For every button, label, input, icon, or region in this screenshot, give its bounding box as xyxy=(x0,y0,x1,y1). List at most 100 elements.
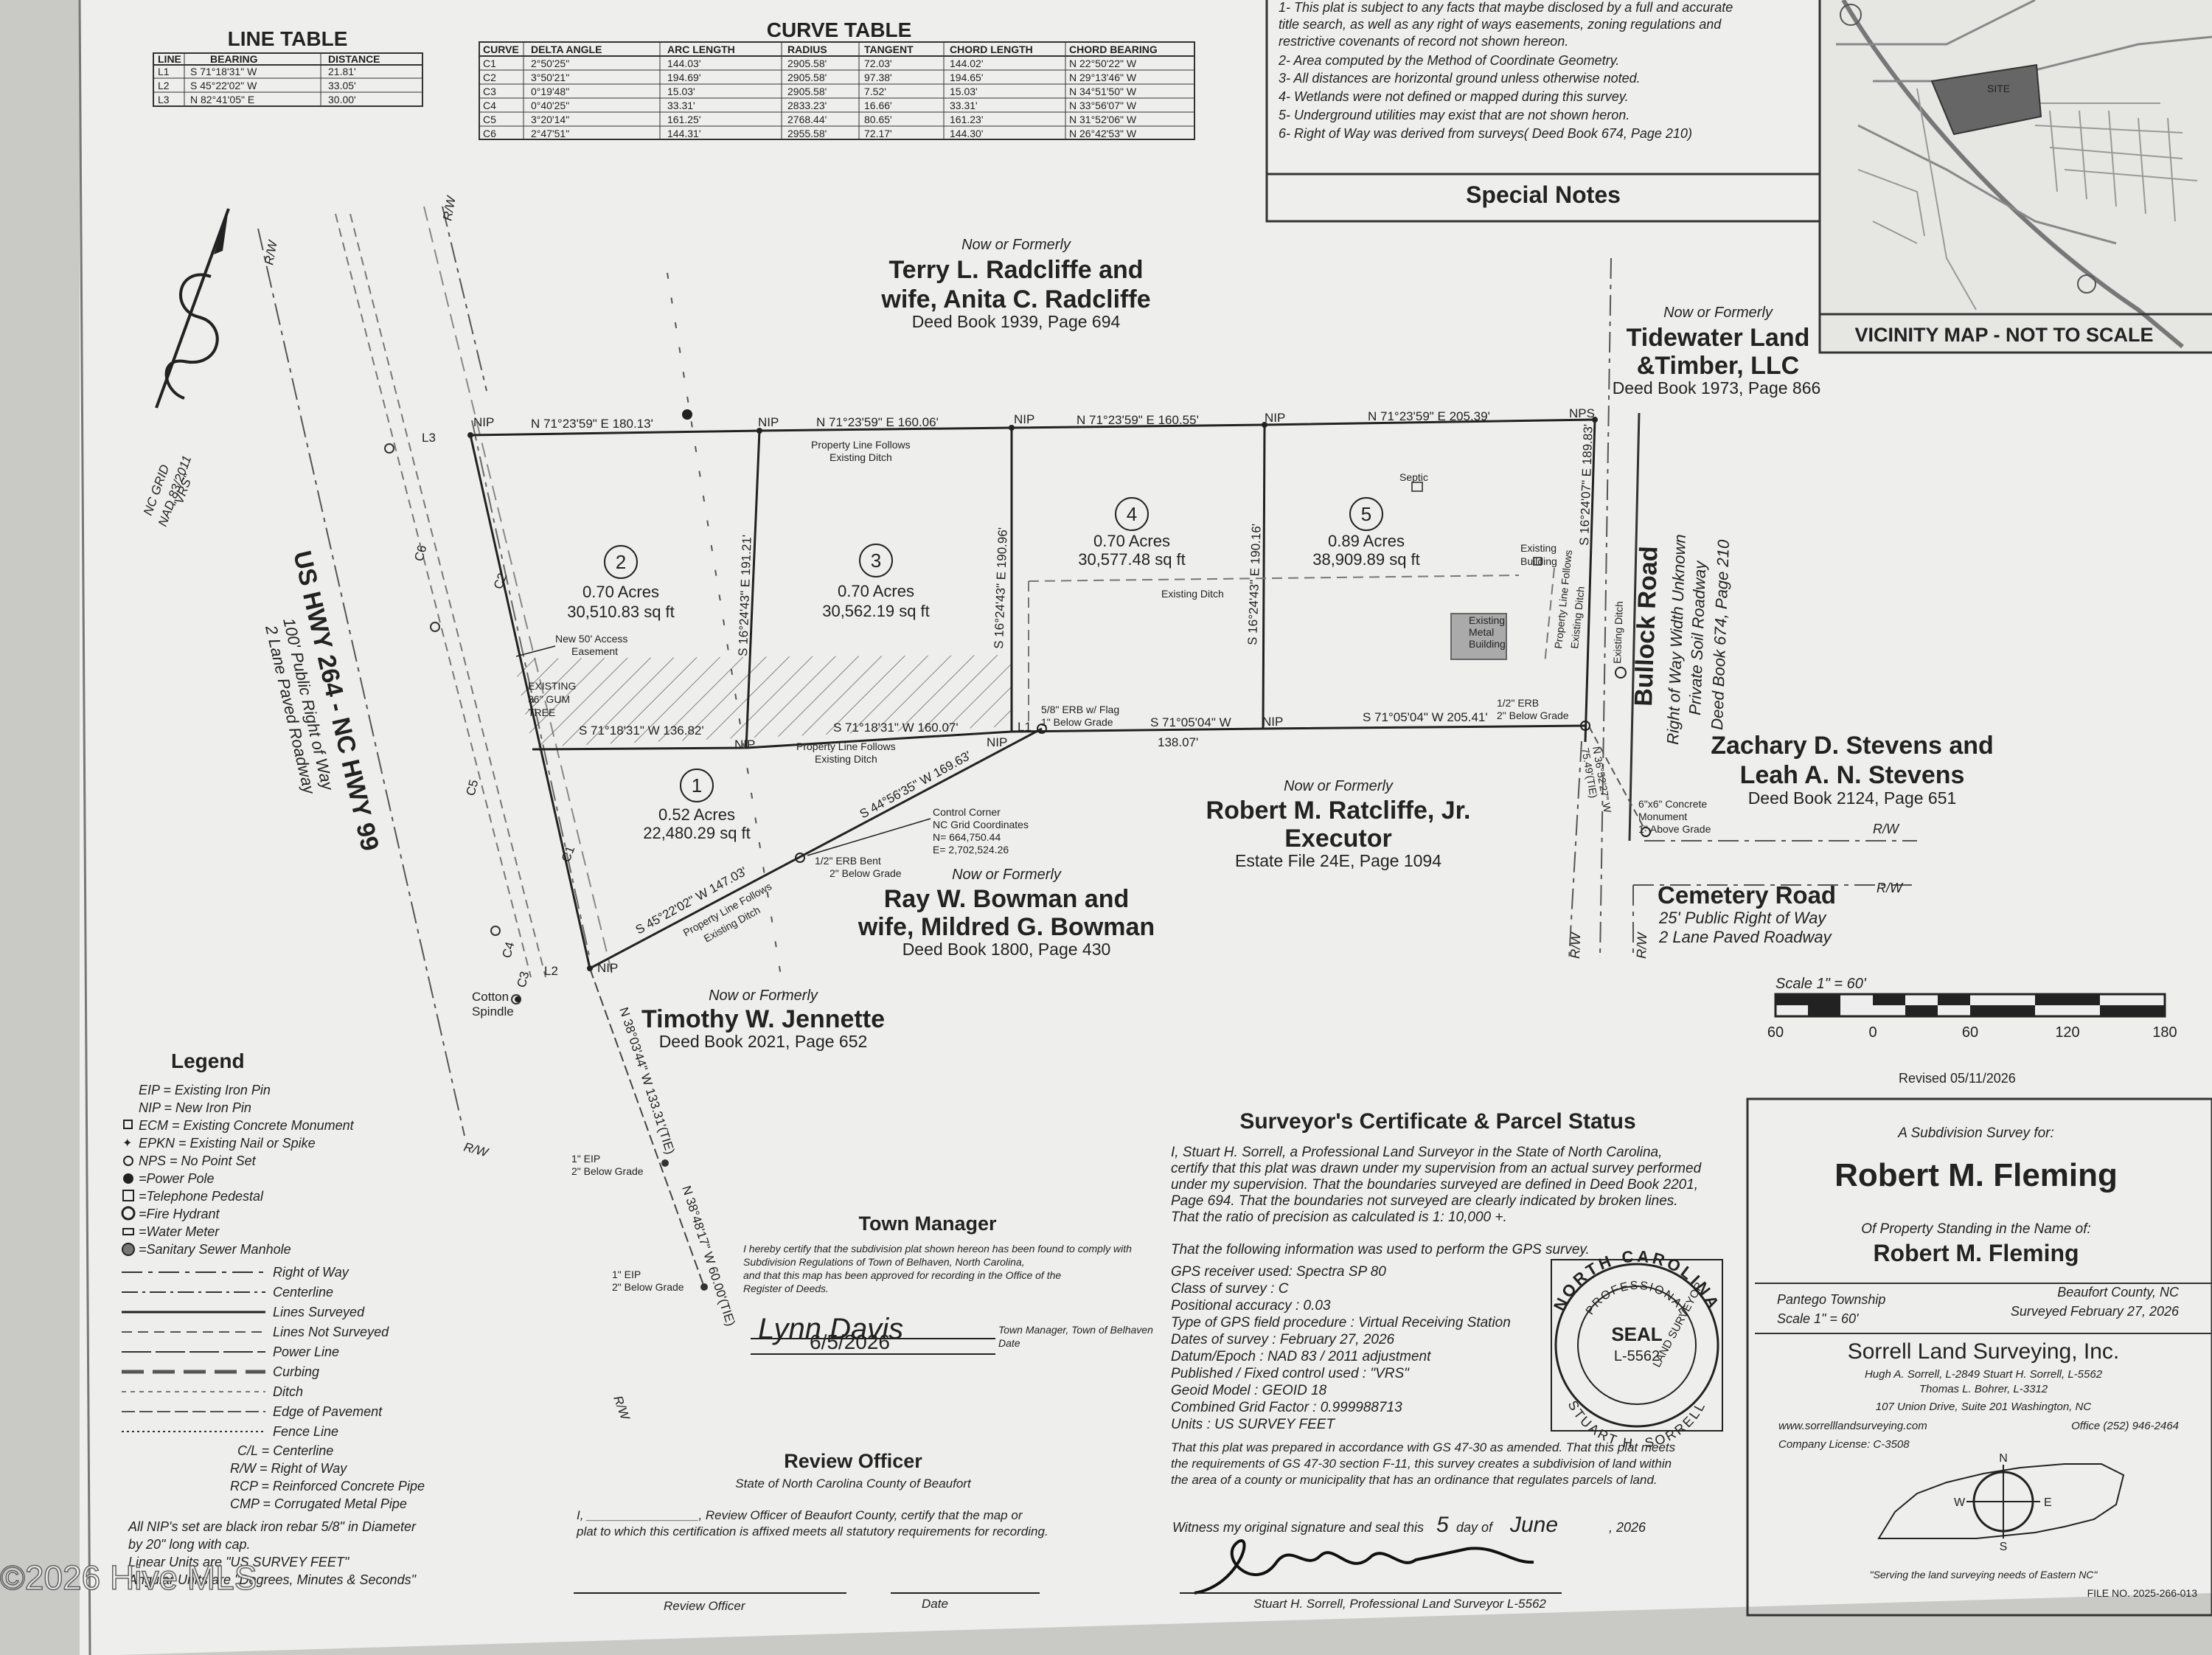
title-owner-name: Robert M. Fleming xyxy=(1873,1240,2079,1266)
owner-name: wife, Anita C. Radcliffe xyxy=(880,285,1150,313)
owner-name: Ray W. Bowman and xyxy=(884,885,1130,913)
owner-labels: Now or Formerly Terry L. Radcliffe and w… xyxy=(641,237,1994,1051)
legend-line-label: Lines Not Surveyed xyxy=(273,1325,389,1339)
legend-abbr: C/L = Centerline xyxy=(237,1443,333,1458)
curve-table-cell: 2905.58' xyxy=(787,58,827,69)
review-officer-date-label: Date xyxy=(922,1597,948,1611)
bearing-label: S 71°05'04" W 205.41' xyxy=(1363,710,1488,724)
lot-number-circle xyxy=(1115,497,1149,531)
company-phone: Office (252) 946-2464 xyxy=(2071,1420,2179,1432)
compass-east: E xyxy=(2044,1496,2052,1509)
witness-month: June xyxy=(1509,1513,1558,1537)
title-client-name: Robert M. Fleming xyxy=(1834,1157,2118,1193)
curve-table-cell: 33.31' xyxy=(667,100,695,111)
legend-line-label: Right of Way xyxy=(273,1265,349,1280)
certificate-gps-item: Geoid Model : GEOID 18 xyxy=(1171,1383,1327,1398)
tree-note: EXISTING xyxy=(528,680,576,692)
nip-label: NIP xyxy=(597,961,618,975)
town-manager-date-label: Date xyxy=(998,1337,1020,1349)
town-manager-date: 6/5/2026 xyxy=(810,1330,890,1353)
surveyor-name-line: Stuart H. Sorrell, Professional Land Sur… xyxy=(1253,1597,1546,1611)
legend-footer: Linear Units are "US SURVEY FEET" xyxy=(128,1555,350,1569)
company-people: Thomas L. Bohrer, L-3312 xyxy=(1919,1383,2048,1395)
certificate-gs-text: the requirements of GS 47-30 section F-1… xyxy=(1171,1457,1672,1471)
company-website: www.sorrelllandsurveying.com xyxy=(1778,1420,1927,1432)
certificate-gps-item: Dates of survey : February 27, 2026 xyxy=(1171,1332,1395,1347)
curve-label-c5: C5 xyxy=(464,778,481,797)
cemetery-road-detail: 25' Public Right of Way xyxy=(1658,909,1827,927)
line-table-header: BEARING xyxy=(210,53,258,65)
existing-building-label: Building xyxy=(1520,555,1557,567)
ditch-note: Property Line Follows xyxy=(811,439,911,451)
mls-watermark: ©2026 Hive MLS xyxy=(0,1558,257,1597)
compass-west: W xyxy=(1954,1496,1966,1509)
legend-line-label: Ditch xyxy=(273,1384,303,1399)
line-label: L2 xyxy=(544,964,558,978)
eip-note: 2" Below Grade xyxy=(612,1281,684,1293)
site-label: SITE xyxy=(1987,83,2010,94)
lot-number: 1 xyxy=(692,774,702,797)
certificate-gps-item: Combined Grid Factor : 0.999988713 xyxy=(1171,1400,1402,1415)
septic-marker xyxy=(1411,482,1423,492)
curve-table-cell: N 34°51'50" W xyxy=(1069,86,1137,97)
bearing-label: S 71°18'31" W 160.07' xyxy=(833,721,959,735)
town-manager-title: Town Manager xyxy=(858,1212,997,1235)
title-scale: Scale 1" = 60' xyxy=(1777,1311,1859,1326)
company-name: Sorrell Land Surveying, Inc. xyxy=(1848,1339,2120,1364)
line-table-cell: 30.00' xyxy=(328,94,356,105)
curve-table-cell: 3°20'14" xyxy=(531,114,569,125)
legend-item: =Power Pole xyxy=(139,1171,215,1186)
curve-table-cell: 2768.44' xyxy=(787,114,827,125)
curve-table-cell: 144.02' xyxy=(950,58,984,69)
lot-sqft: 30,562.19 sq ft xyxy=(822,602,930,620)
town-manager-text: and that this map has been approved for … xyxy=(743,1269,1061,1281)
review-officer-state: State of North Carolina County of Beaufo… xyxy=(735,1477,972,1491)
title-subtitle: A Subdivision Survey for: xyxy=(1897,1125,2054,1141)
curve-table-cell: 2°50'25" xyxy=(531,58,569,69)
control-note: Control Corner xyxy=(933,806,1001,818)
certificate-gps-item: Datum/Epoch : NAD 83 / 2011 adjustment xyxy=(1171,1349,1431,1364)
witness-year: , 2026 xyxy=(1609,1520,1646,1535)
special-note: 6- Right of Way was derived from surveys… xyxy=(1279,126,1692,141)
cemetery-road-detail: 2 Lane Paved Roadway xyxy=(1658,928,1833,946)
title-township: Pantego Township xyxy=(1777,1292,1885,1307)
curve-label-c6: C6 xyxy=(412,544,430,563)
line-table-cell: S 45°22'02" W xyxy=(190,80,257,91)
review-officer-title: Review Officer xyxy=(784,1450,922,1472)
town-manager-approval: Town Manager I hereby certify that the s… xyxy=(743,1212,1153,1355)
legend-line-label: Edge of Pavement xyxy=(273,1404,383,1419)
scale-tick: 120 xyxy=(2055,1024,2079,1041)
owner-deed: Deed Book 1800, Page 430 xyxy=(902,940,1111,959)
curve-table-cell: N 31°52'06" W xyxy=(1069,114,1137,125)
title-surveyed-date: Surveyed February 27, 2026 xyxy=(2011,1304,2180,1319)
nip-label: NIP xyxy=(758,415,779,429)
lot-acres: 0.70 Acres xyxy=(838,582,914,600)
certificate-text: certify that this plat was drawn under m… xyxy=(1171,1161,1703,1176)
curve-table-cell: C5 xyxy=(483,114,496,125)
curve-table-cell: 72.03' xyxy=(864,58,892,69)
scale-title: Scale 1" = 60' xyxy=(1775,976,1867,992)
certificate-text: Page 694. That the boundaries not survey… xyxy=(1171,1193,1678,1209)
curve-table-cell: C4 xyxy=(483,100,496,111)
certificate-gps-item: Class of survey : C xyxy=(1171,1281,1289,1297)
lot-number-circle xyxy=(859,544,893,577)
curve-table-cell: 2905.58' xyxy=(787,72,827,83)
septic-label: Septic xyxy=(1399,471,1428,483)
title-county: Beaufort County, NC xyxy=(2057,1285,2180,1300)
line-table-cell: 33.05' xyxy=(328,80,356,91)
legend-footer: Angular Units are "Degrees, Minutes & Se… xyxy=(128,1572,417,1587)
certificate-text: I, Stuart H. Sorrell, a Professional Lan… xyxy=(1171,1145,1662,1160)
erb-note: 1/2" ERB Bent xyxy=(815,855,881,867)
owner-prefix: Now or Formerly xyxy=(952,867,1062,883)
owner-name: Zachary D. Stevens and xyxy=(1711,732,1994,760)
bearing-label: N 71°23'59" E 160.06' xyxy=(816,415,939,429)
certificate-gps-item: Type of GPS field procedure : Virtual Re… xyxy=(1171,1315,1511,1330)
lot-number-circle xyxy=(1349,497,1383,531)
curve-table-cell: 161.23' xyxy=(950,114,984,125)
erb-note: 1" Below Grade xyxy=(1041,716,1113,728)
curve-table-cell: 2905.58' xyxy=(787,86,827,97)
easement-note: Easement xyxy=(571,645,618,657)
owner-name: Leah A. N. Stevens xyxy=(1740,761,1965,789)
